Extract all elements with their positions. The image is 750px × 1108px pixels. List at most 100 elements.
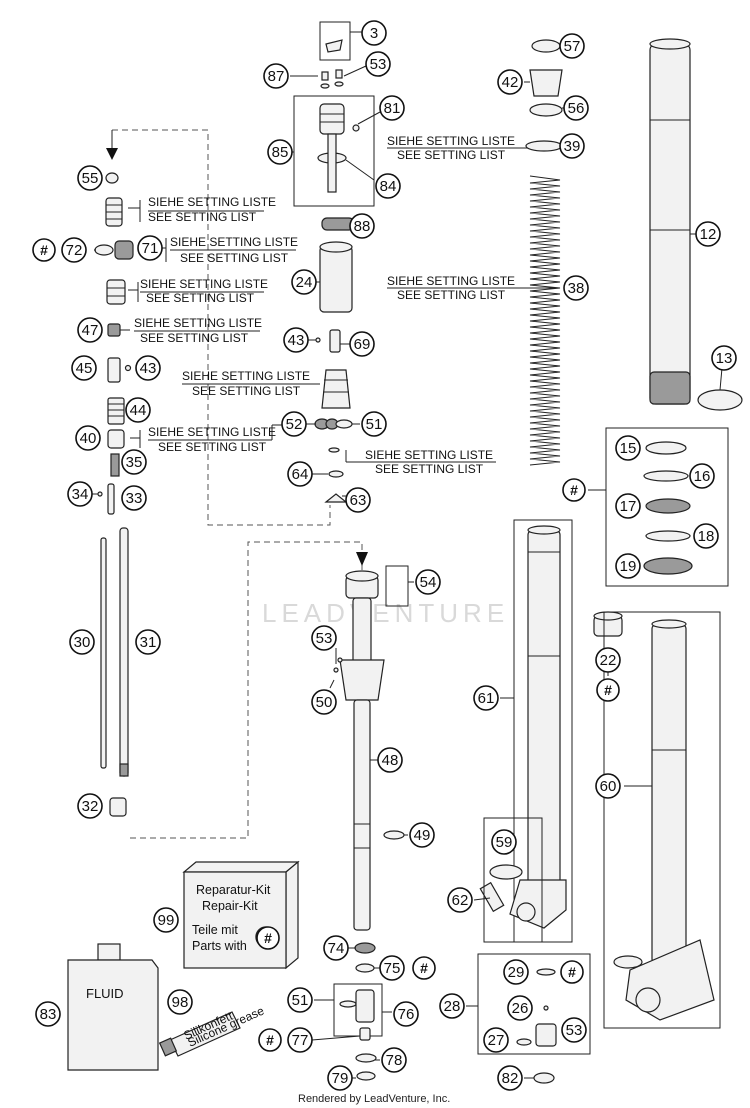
callout-circle [693, 523, 719, 549]
callout-number: 32 [82, 798, 99, 815]
hash-callout: # [596, 678, 620, 702]
callout-number: 53 [316, 630, 333, 647]
part-callout-60: 60 [595, 773, 621, 799]
callout-circle [287, 987, 313, 1013]
part-callout-82: 82 [497, 1065, 523, 1091]
kit-line3: Teile mit [192, 923, 238, 937]
callout-number: 52 [286, 416, 303, 433]
part-callout-48: 48 [377, 747, 403, 773]
callout-number: 43 [140, 360, 157, 377]
part-callout-75: 75 [379, 955, 405, 981]
callout-circle [167, 989, 193, 1015]
callout-circle [75, 425, 101, 451]
callout-number: 57 [564, 38, 581, 55]
callout-circle [497, 1065, 523, 1091]
callout-number: 42 [502, 74, 519, 91]
part-callout-84: 84 [375, 173, 401, 199]
center-top-parts [293, 21, 375, 503]
setting-label-de: SIEHE SETTING LISTE [387, 134, 515, 148]
callout-circle [281, 411, 307, 437]
callout-circle [689, 463, 715, 489]
kit-line4: Parts with [192, 939, 247, 953]
part-callout-53: 53 [311, 625, 337, 651]
callout-number: # [40, 242, 48, 258]
callout-circle [121, 485, 147, 511]
part-callout-27: 27 [483, 1027, 509, 1053]
callout-circle [560, 960, 584, 984]
callout-number: 54 [420, 574, 437, 591]
callout-number: 13 [716, 350, 733, 367]
callout-number: 30 [74, 634, 91, 651]
callout-circle [361, 411, 387, 437]
callout-number: 71 [142, 240, 159, 257]
callout-circle [287, 461, 313, 487]
callout-number: 85 [272, 144, 289, 161]
part-callout-35: 35 [121, 449, 147, 475]
part-callout-22: 22 [595, 647, 621, 673]
fluid-label: FLUID [86, 986, 124, 1001]
left-parts [94, 172, 134, 817]
arrow-down-icon-2 [356, 552, 368, 566]
callout-number: # [266, 1032, 274, 1048]
callout-number: 51 [366, 416, 383, 433]
part-callout-98: 98 [167, 989, 193, 1015]
kit-line2: Repair-Kit [202, 899, 258, 913]
part-callout-88: 88 [349, 213, 375, 239]
callout-number: # [568, 964, 576, 980]
callout-number: 84 [380, 178, 397, 195]
part-callout-17: 17 [615, 493, 641, 519]
callout-number: 51 [292, 992, 309, 1009]
part-callout-53: 53 [561, 1017, 587, 1043]
part-callout-38: 38 [563, 275, 589, 301]
callout-circle [283, 327, 309, 353]
arrow-down-icon [106, 148, 118, 160]
callout-number: 26 [512, 1000, 529, 1017]
callout-number: 35 [126, 454, 143, 471]
fork-spring [529, 175, 561, 466]
callout-circle [415, 569, 441, 595]
callout-circle [287, 1027, 313, 1053]
part-callout-55: 55 [77, 165, 103, 191]
callout-circle [77, 793, 103, 819]
callout-circle [711, 345, 737, 371]
part-callout-39: 39 [559, 133, 585, 159]
callout-circle [439, 993, 465, 1019]
part-callout-49: 49 [409, 822, 435, 848]
callout-circle [615, 493, 641, 519]
repair-kit-box: Reparatur-Kit Repair-Kit Teile mit Parts… [182, 860, 300, 970]
callout-number: 31 [140, 634, 157, 651]
callout-circle [327, 1065, 353, 1091]
callout-number: # [264, 930, 272, 946]
callout-circle [61, 237, 87, 263]
callout-circle [491, 829, 517, 855]
hash-callout: # [256, 926, 280, 950]
callout-number: 87 [268, 68, 285, 85]
callout-circle [258, 1028, 282, 1052]
callout-circle [263, 63, 289, 89]
callout-circle [379, 95, 405, 121]
callout-circle [497, 69, 523, 95]
part-callout-63: 63 [345, 487, 371, 513]
setting-label-de: SIEHE SETTING LISTE [148, 195, 276, 209]
callout-number: 77 [292, 1032, 309, 1049]
part-callout-79: 79 [327, 1065, 353, 1091]
part-callout-52: 52 [281, 411, 307, 437]
callout-circle [135, 629, 161, 655]
part-callout-59: 59 [491, 829, 517, 855]
callout-circle [447, 887, 473, 913]
part-callout-31: 31 [135, 629, 161, 655]
setting-label-de: SIEHE SETTING LISTE [148, 425, 276, 439]
watermark-text: LEADVENTURE [262, 598, 509, 628]
callout-circle [615, 553, 641, 579]
callout-number: 24 [296, 274, 313, 291]
part-callout-34: 34 [67, 481, 93, 507]
callout-number: 79 [332, 1070, 349, 1087]
callout-number: 59 [496, 834, 513, 851]
callout-number: 47 [82, 322, 99, 339]
callout-circle [365, 51, 391, 77]
part-callout-54: 54 [415, 569, 441, 595]
callout-circle [393, 1001, 419, 1027]
callout-circle [695, 221, 721, 247]
callout-circle [559, 133, 585, 159]
callout-number: 99 [158, 912, 175, 929]
